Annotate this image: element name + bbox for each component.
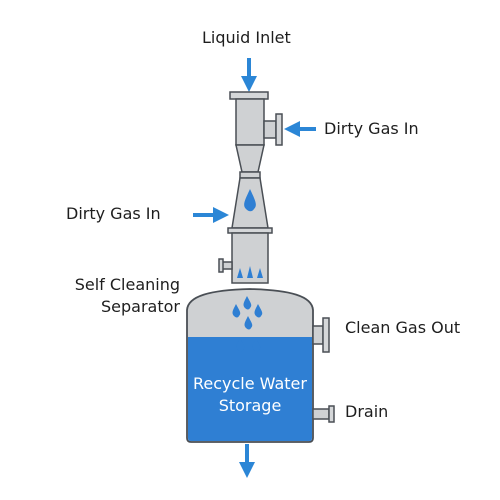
upper-cylinder	[235, 98, 265, 146]
dirty-gas-in-left-label: Dirty Gas In	[66, 204, 161, 223]
tank-label-line2: Storage	[218, 396, 282, 415]
venturi-cone	[235, 144, 265, 173]
gas-inlet-pipe	[263, 120, 277, 139]
drain-flange	[328, 405, 335, 423]
self-cleaning-label-line2: Separator	[101, 297, 180, 316]
water-storage	[188, 337, 312, 441]
drain-label: Drain	[345, 402, 389, 421]
tank-label-line1: Recycle Water	[193, 374, 307, 393]
clean-gas-out-label: Clean Gas Out	[345, 318, 461, 337]
vessel-droplets	[232, 296, 263, 352]
column-outlet-droplets	[237, 266, 263, 278]
clean-gas-flange	[322, 317, 330, 353]
venturi-throat	[239, 171, 261, 179]
liquid-inlet-label: Liquid Inlet	[202, 28, 291, 47]
dirty-gas-in-right-label: Dirty Gas In	[324, 119, 419, 138]
top-flange	[229, 91, 269, 100]
clean-gas-nozzle	[312, 325, 324, 345]
self-cleaning-label-line1: Self Cleaning	[74, 275, 180, 294]
column-droplet	[244, 189, 256, 212]
drain-nozzle	[312, 408, 330, 420]
column-nozzle-flange	[218, 258, 224, 273]
gas-inlet-flange	[275, 113, 283, 146]
